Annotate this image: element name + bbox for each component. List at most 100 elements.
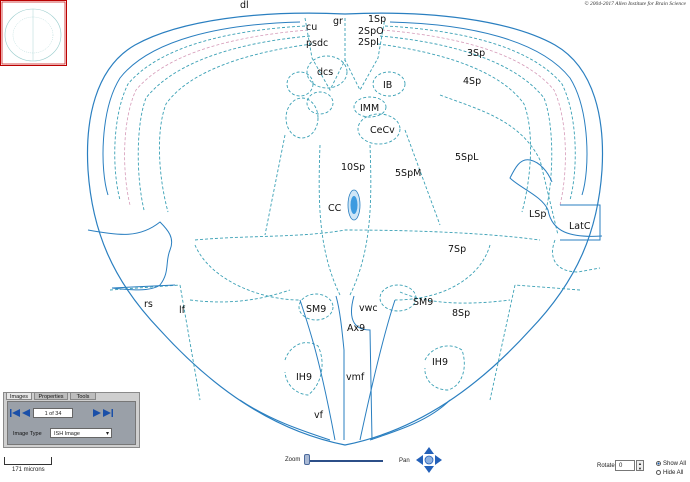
cecv-region xyxy=(357,113,401,145)
label-lf: lf xyxy=(179,305,186,316)
label-vf: vf xyxy=(314,410,324,421)
prev-image-button[interactable] xyxy=(20,408,32,418)
image-type-label: Image Type xyxy=(13,431,42,437)
ventral-fissure xyxy=(335,295,373,441)
pan-down-icon[interactable] xyxy=(424,466,434,473)
hide-all-label: Hide All xyxy=(663,470,684,477)
zoom-slider-handle[interactable] xyxy=(304,454,310,465)
label-2spi: 2SpI xyxy=(358,37,379,48)
dorsal-horn-curve-4 xyxy=(137,35,553,211)
last-image-button[interactable] xyxy=(102,408,114,418)
latc-box xyxy=(560,204,601,241)
pan-left-icon[interactable] xyxy=(416,455,423,465)
pan-center-icon[interactable] xyxy=(424,455,434,465)
latc-lower xyxy=(552,239,601,273)
panel-body: 1 of 34 Image Type ISH Image ▾ xyxy=(7,401,136,445)
chevron-down-icon: ▾ xyxy=(105,431,109,437)
dorsal-horn-curve-2 xyxy=(114,25,576,201)
ih9-left-region xyxy=(284,342,323,396)
rotate-spinner[interactable]: ▲ ▼ xyxy=(636,460,644,471)
label-lsp: LSp xyxy=(529,209,546,220)
rotate-input[interactable]: 0 xyxy=(615,460,635,471)
pan-label: Pan xyxy=(399,458,410,464)
sm9-left-region xyxy=(298,293,334,321)
label-dcs: dcs xyxy=(317,67,333,78)
image-type-value: ISH Image xyxy=(54,431,80,437)
ib-region xyxy=(372,71,406,97)
first-image-button[interactable] xyxy=(9,408,21,418)
spin-up-icon[interactable]: ▲ xyxy=(638,461,642,466)
prev-icon xyxy=(22,409,30,417)
label-sm9-left: SM9 xyxy=(306,304,326,315)
pan-right-icon[interactable] xyxy=(435,455,442,465)
label-ih9-right: IH9 xyxy=(432,357,448,368)
left-tiny-region xyxy=(306,91,334,115)
rs-lf-divider xyxy=(111,284,176,289)
label-1sp: 1Sp xyxy=(368,14,386,25)
dcs-region xyxy=(306,55,348,89)
left-notch xyxy=(87,221,173,291)
label-dl: dl xyxy=(240,0,249,11)
label-10sp: 10Sp xyxy=(341,162,365,173)
zoom-label: Zoom xyxy=(285,457,301,463)
hide-all-radio[interactable] xyxy=(656,470,661,475)
right-notch xyxy=(509,159,603,237)
label-vwc: vwc xyxy=(359,303,378,314)
show-all-radio[interactable] xyxy=(656,461,661,466)
label-8sp: 8Sp xyxy=(452,308,470,319)
imm-region xyxy=(353,96,387,118)
next-icon xyxy=(93,409,101,417)
label-latc: LatC xyxy=(569,221,591,232)
ventral-horn-lines xyxy=(239,299,451,441)
next-image-button[interactable] xyxy=(91,408,103,418)
cord-outline xyxy=(86,12,604,446)
copyright-notice: © 2004-2017 Allen Institute for Brain Sc… xyxy=(584,1,686,7)
label-cc: CC xyxy=(328,203,342,214)
image-type-select[interactable]: ISH Image ▾ xyxy=(50,428,112,438)
pan-control[interactable] xyxy=(415,446,443,474)
label-sm9-right: SM9 xyxy=(413,297,433,308)
label-3sp: 3Sp xyxy=(467,48,485,59)
hide-all-option[interactable]: Hide All xyxy=(656,470,683,476)
first-icon xyxy=(10,409,20,417)
last-icon xyxy=(103,409,113,417)
dorsal-horn-curve-5 xyxy=(158,43,532,213)
tab-tools[interactable]: Tools xyxy=(70,392,96,400)
thumbnail-preview xyxy=(1,1,66,65)
label-5spm: 5SpM xyxy=(395,168,421,179)
central-canal xyxy=(350,196,358,214)
grey-matter-lines xyxy=(109,94,581,401)
label-imm: IMM xyxy=(360,103,379,114)
label-vmf: vmf xyxy=(346,372,365,383)
rotate-label: Rotate xyxy=(597,463,615,469)
label-7sp: 7Sp xyxy=(448,244,466,255)
label-ax9: Ax9 xyxy=(347,323,365,334)
label-5spl: 5SpL xyxy=(455,152,479,163)
scale-label: 171 microns xyxy=(12,467,45,473)
ih9-right-region xyxy=(424,345,465,391)
image-control-panel: Images Properties Tools 1 of 34 Image Ty… xyxy=(3,392,140,448)
tab-images[interactable]: Images xyxy=(6,392,32,400)
label-2spo: 2SpO xyxy=(358,26,384,37)
thumbnail-navigator[interactable] xyxy=(0,0,67,66)
dorsal-horn-curve-1 xyxy=(102,21,588,196)
left-small-region xyxy=(285,97,319,139)
show-all-option[interactable]: Show All xyxy=(656,461,686,467)
scale-bar xyxy=(4,457,52,465)
label-ib: IB xyxy=(383,80,392,91)
upper-left-lobe xyxy=(286,71,314,97)
show-all-label: Show All xyxy=(663,461,687,468)
label-psdc: psdc xyxy=(306,38,328,49)
dorsal-horn-curve-3 xyxy=(124,29,566,206)
label-cecv: CeCv xyxy=(370,125,395,136)
tab-properties[interactable]: Properties xyxy=(34,392,68,400)
label-rs: rs xyxy=(144,299,153,310)
label-4sp: 4Sp xyxy=(463,76,481,87)
spin-down-icon[interactable]: ▼ xyxy=(638,466,642,471)
pan-up-icon[interactable] xyxy=(424,447,434,454)
page-indicator[interactable]: 1 of 34 xyxy=(33,408,73,418)
label-cu: cu xyxy=(306,22,317,33)
label-ih9-left: IH9 xyxy=(296,372,312,383)
zoom-slider-track[interactable] xyxy=(307,460,383,462)
